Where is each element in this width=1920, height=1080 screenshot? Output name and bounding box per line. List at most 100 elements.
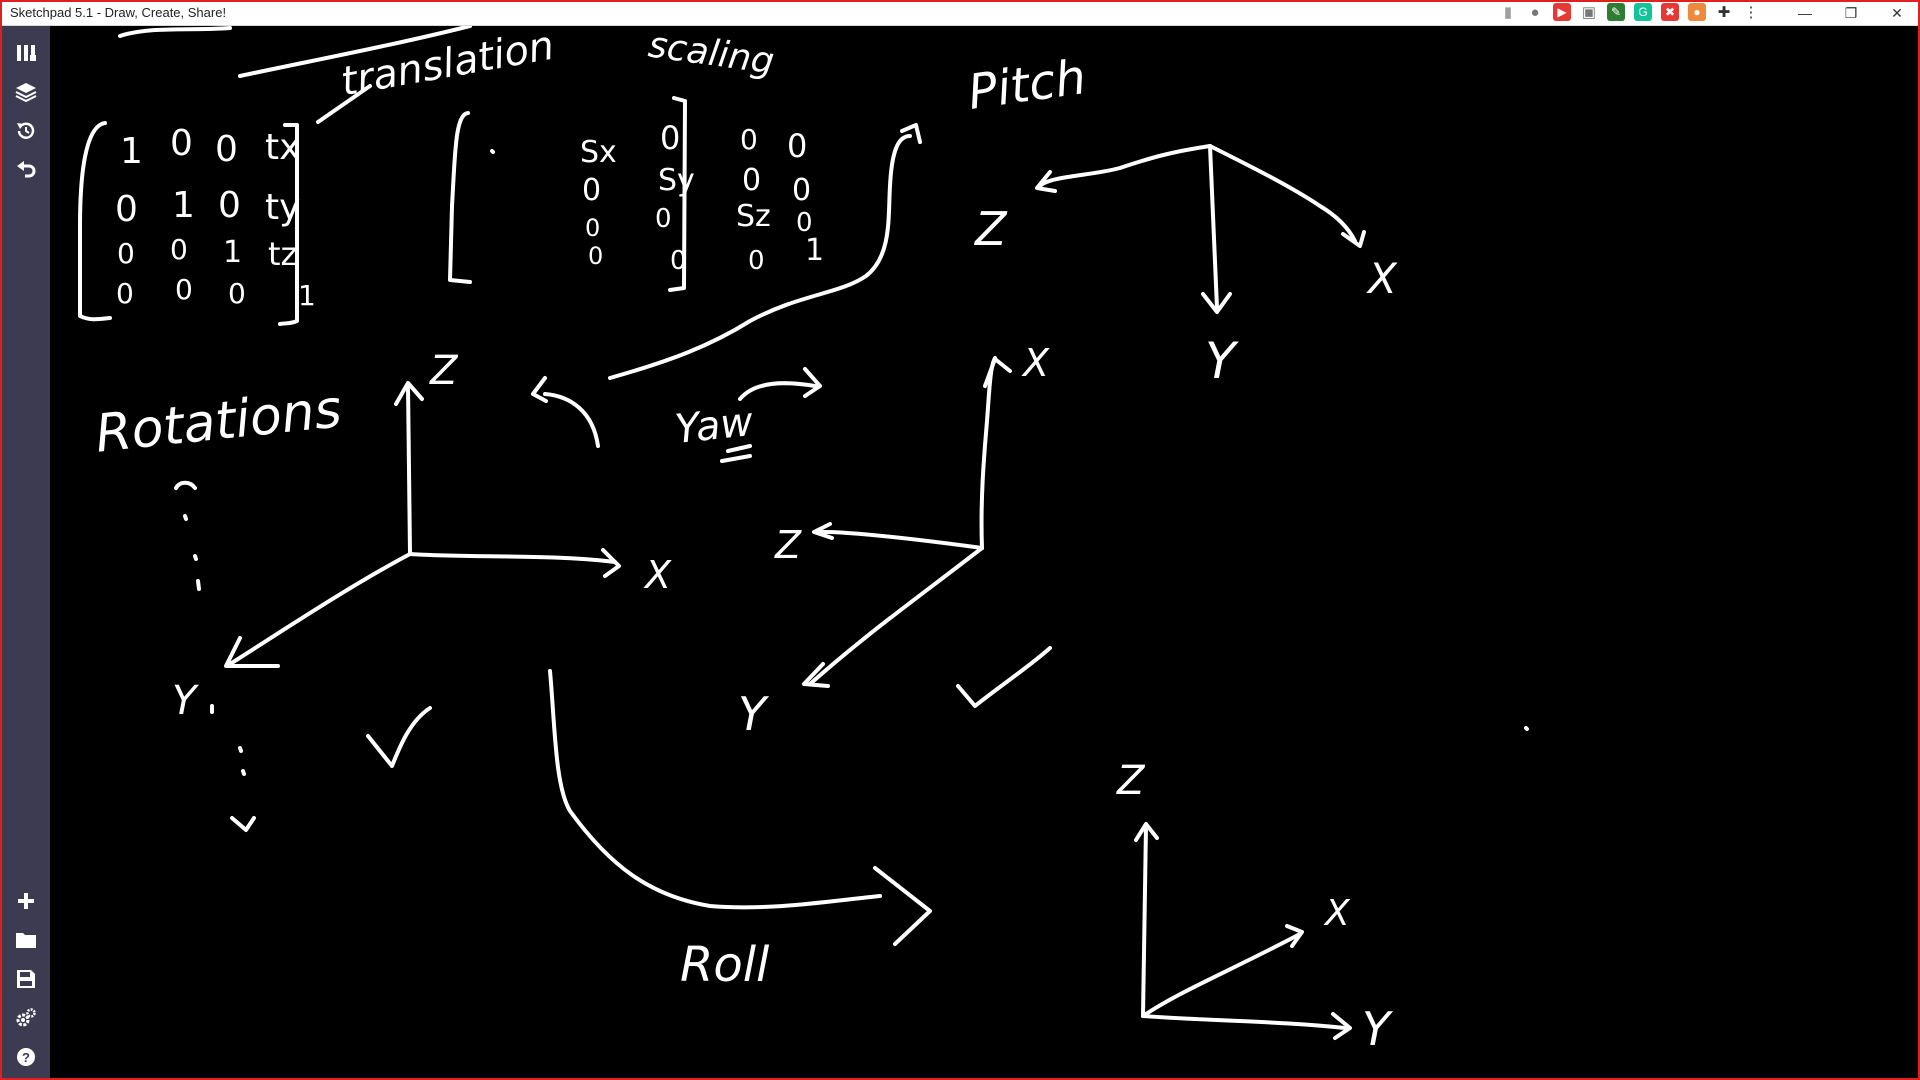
drawing-canvas[interactable]: translation scaling Pitch Rotations Yaw …: [50, 23, 1918, 1078]
rotation-axis-y-line: [228, 552, 412, 666]
roll-axis-y-label: Y: [1362, 1002, 1391, 1056]
help-button[interactable]: ?: [2, 1037, 50, 1076]
rotation-arc: [543, 392, 600, 448]
settings-button[interactable]: [2, 998, 50, 1037]
restore-button[interactable]: ❐: [1844, 4, 1858, 21]
title-bar: Sketchpad 5.1 - Draw, Create, Share! ▮ ● ▶…: [0, 0, 1920, 26]
checkmark-2: [956, 646, 1052, 708]
kebab-menu-icon[interactable]: ⋮: [1743, 3, 1759, 21]
roll-axis-y-arrow: [1331, 1012, 1352, 1040]
yaw-axis-z-arrow: [812, 522, 834, 540]
scaling-matrix-cell: 1: [805, 233, 825, 268]
dotted-axis-dot: [238, 746, 243, 753]
pitch-axis-z-label: Z: [975, 202, 1007, 256]
grammarly-icon[interactable]: G: [1634, 3, 1652, 21]
yaw-axis-x-arrow: [983, 357, 1012, 388]
translation-matrix-cell: 1: [172, 185, 195, 226]
scaling-matrix-cell: 0: [585, 214, 601, 242]
rotation-axis-x-arrow: [601, 548, 621, 578]
scaling-matrix-cell: Sy: [658, 163, 695, 198]
dotted-axis-dot: [196, 579, 201, 591]
roll-axis-z-label: Z: [1117, 758, 1145, 804]
roll-arc-arrow: [873, 866, 932, 946]
settings-icon: [16, 1007, 36, 1026]
new-canvas-icon: [18, 892, 34, 909]
save-button[interactable]: [2, 959, 50, 998]
extension-toolbar: ▮ ● ▶ ▣ ✎ G ✖ ● ✚ ⋮: [1499, 3, 1760, 21]
pitch-axis-y-arrow: [1201, 292, 1232, 314]
brush-tools-button[interactable]: [2, 33, 50, 72]
youtube-icon[interactable]: ▶: [1553, 3, 1571, 21]
new-canvas-button[interactable]: [2, 881, 50, 920]
roll-axis-x-line: [1141, 932, 1302, 1018]
puzzle-icon[interactable]: ✚: [1717, 3, 1731, 21]
yaw-axis-x-label: X: [1023, 341, 1050, 385]
translation-matrix-cell: 1: [298, 279, 316, 312]
shield-icon[interactable]: ✖: [1661, 3, 1679, 21]
media-icon[interactable]: ●: [1688, 3, 1706, 21]
yaw-label: Yaw: [672, 399, 756, 453]
pitch-axis-y-label: Y: [1205, 332, 1236, 390]
help-icon: ?: [17, 1047, 35, 1066]
scaling-matrix-left-bracket: [448, 111, 472, 284]
rotation-axis-z-arrow: [394, 381, 424, 406]
translation-matrix-cell: 0: [115, 189, 138, 230]
bookmark-icon[interactable]: ▮: [1503, 3, 1513, 21]
scaling-matrix-cell: 0: [588, 242, 604, 270]
scaling-matrix-cell: 0: [742, 163, 762, 198]
roll-label: Roll: [680, 937, 770, 993]
scaling-matrix-cell: 0: [796, 208, 813, 238]
brush-tools-icon: [17, 44, 36, 61]
yaw-axis-y-label: Y: [738, 687, 767, 741]
translation-matrix-cell: 1: [120, 131, 143, 172]
yaw-arc-arrow: [803, 367, 822, 398]
scaling-matrix-cell: 0: [787, 127, 808, 165]
screen-capture-icon[interactable]: ▣: [1581, 3, 1597, 21]
pitch-axis-x-label: X: [1368, 254, 1397, 303]
roll-axis-x-label: X: [1325, 893, 1350, 934]
pitch-link-arrow: [900, 123, 922, 144]
pitch-axis-z-line: [1038, 144, 1212, 188]
yaw-axis-z-line: [813, 529, 984, 550]
window-title: Sketchpad 5.1 - Draw, Create, Share!: [10, 5, 227, 20]
close-button[interactable]: ✕: [1891, 4, 1903, 21]
dotted-axis-dot: [241, 769, 246, 776]
scaling-matrix-cell: 0: [660, 119, 681, 157]
location-pin-icon[interactable]: ●: [1530, 3, 1540, 21]
history-icon: [17, 122, 35, 139]
roll-axis-x-arrow: [1285, 924, 1304, 948]
translation-matrix-cell: ty: [265, 187, 301, 228]
translation-matrix-cell: tz: [268, 235, 298, 273]
translation-matrix-cell: 0: [215, 129, 238, 170]
translation-matrix-cell: tx: [265, 127, 301, 168]
pitch-axis-y-line: [1208, 144, 1219, 310]
pitch-axis-x-line: [1208, 144, 1357, 243]
rotation-axis-y-label: Y: [172, 678, 197, 724]
translation-dash-stroke: [316, 84, 372, 124]
translation-matrix-left-bracket: [78, 121, 112, 322]
open-folder-icon: [16, 932, 36, 948]
scaling-matrix-cell: 0: [670, 246, 687, 276]
translation-matrix-cell: 1: [223, 235, 243, 270]
scaling-matrix-right-bracket: [668, 96, 687, 292]
yaw-arc: [738, 381, 817, 401]
translation-matrix-cell: 0: [170, 123, 193, 164]
undo-button[interactable]: [2, 150, 50, 189]
window-controls: — ❐ ✕: [1782, 0, 1920, 26]
save-icon: [17, 969, 35, 988]
partial-heading-stroke: [118, 26, 232, 38]
open-folder-button[interactable]: [2, 920, 50, 959]
rotation-arc-arrow: [531, 376, 548, 403]
minimize-button[interactable]: —: [1798, 5, 1812, 21]
pen-tool-icon[interactable]: ✎: [1607, 3, 1625, 21]
rotation-axis-x-line: [408, 552, 617, 564]
tool-sidebar: ?: [2, 26, 50, 1078]
scaling-matrix-cell: Sz: [736, 199, 771, 234]
history-button[interactable]: [2, 111, 50, 150]
layers-button[interactable]: [2, 72, 50, 111]
stray-dot: [490, 149, 495, 154]
translation-matrix-cell: 0: [228, 277, 246, 310]
roll-arc: [548, 669, 882, 910]
scaling-matrix-cell: 0: [748, 246, 765, 276]
dotted-axis-bottom-arrow: [230, 816, 256, 832]
